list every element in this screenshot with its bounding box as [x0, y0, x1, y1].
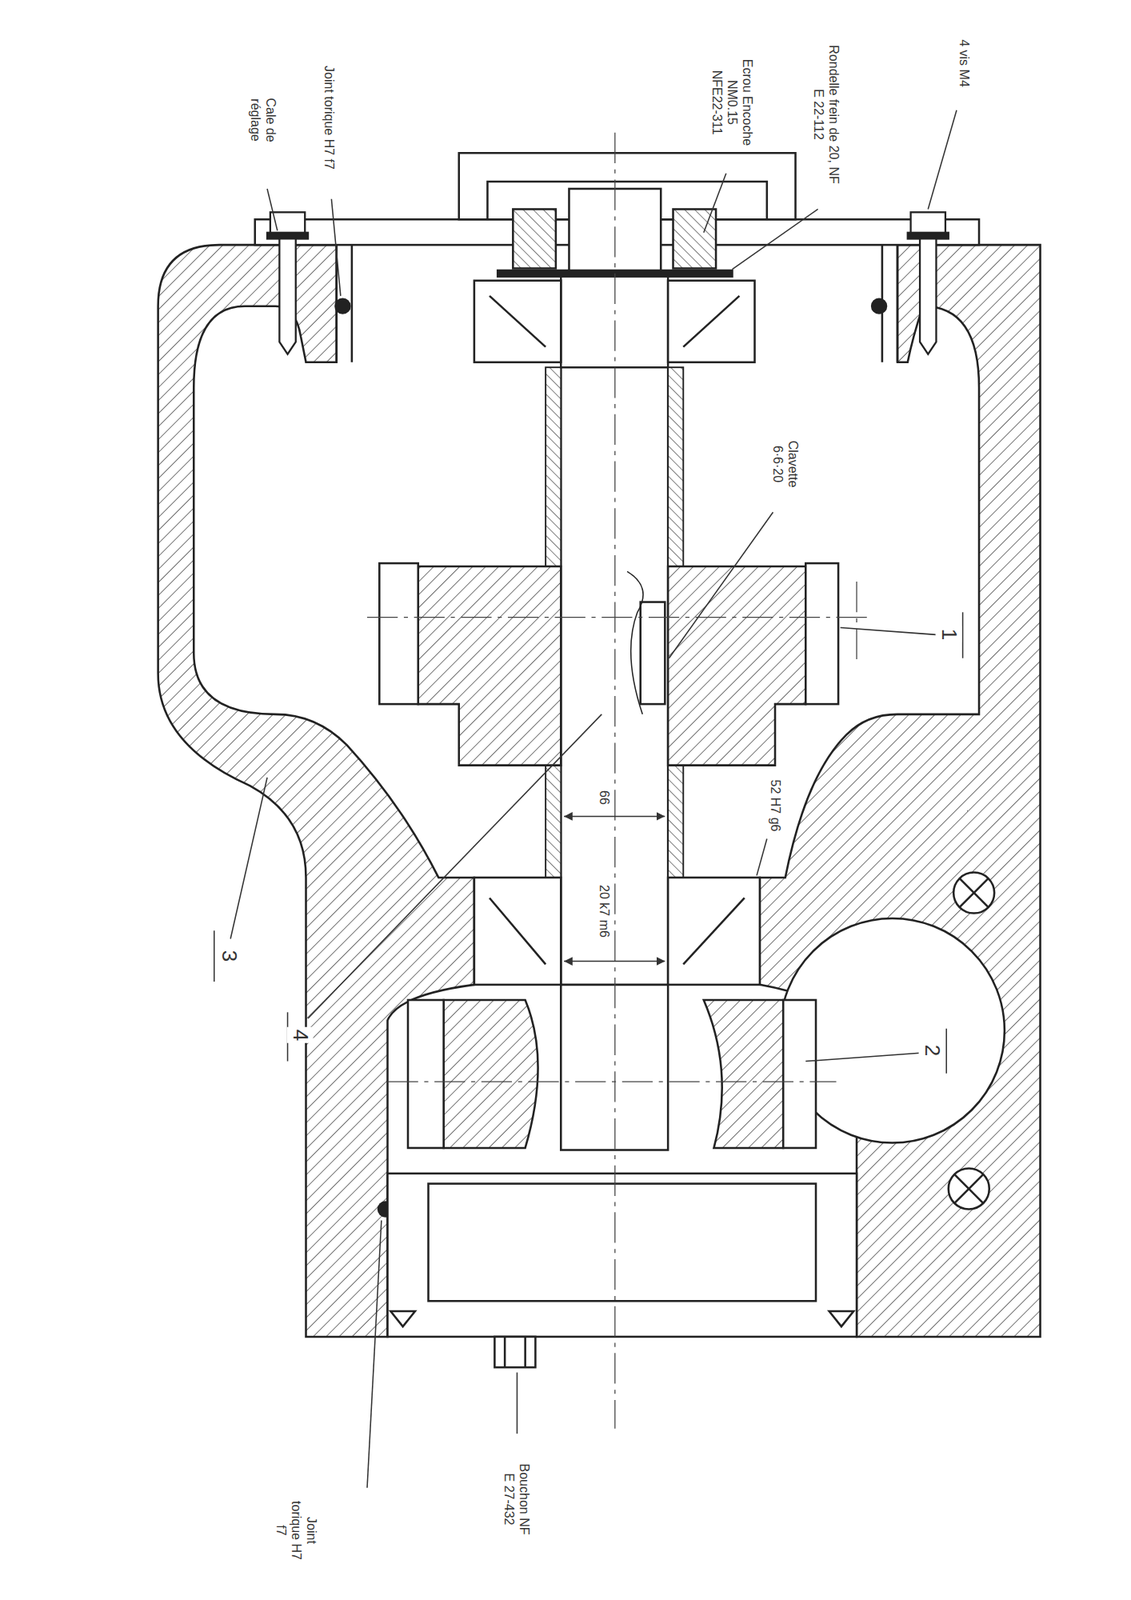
roller-line	[489, 295, 546, 348]
part-label: Cale de réglage	[247, 77, 280, 163]
leader-line	[516, 1372, 519, 1435]
plug-line	[503, 1336, 507, 1367]
leader-line	[307, 714, 602, 1019]
leader-line	[668, 511, 773, 658]
gear-teeth	[407, 999, 444, 1148]
part-label: Bouchon NF E 27-432	[500, 1458, 533, 1540]
cover-plate	[387, 1173, 858, 1337]
leader-line	[331, 199, 340, 296]
hole-cross	[954, 1174, 984, 1203]
axis-line	[387, 1080, 837, 1082]
spacer	[545, 765, 561, 878]
o-ring	[334, 297, 351, 314]
roller-line	[683, 295, 740, 348]
bolt-shank	[279, 238, 296, 354]
break-line	[627, 571, 644, 715]
gear-teeth	[805, 563, 839, 704]
hole	[953, 872, 995, 914]
gear-web	[418, 566, 562, 766]
leader-line	[267, 188, 278, 231]
leader-line	[703, 173, 727, 233]
part-label: Clavette 6·6·20	[769, 427, 802, 501]
hole	[948, 1167, 990, 1209]
callout-bar	[945, 1028, 948, 1074]
part-label: 4 vis M4	[955, 36, 972, 90]
part-label: Joint torique H7 f7	[319, 63, 337, 172]
slotted-nut	[512, 208, 556, 268]
bolt-head	[911, 211, 946, 233]
dimension-text: 66	[595, 787, 612, 808]
housing	[158, 244, 1041, 1337]
dimension-line	[563, 815, 665, 818]
callout-number: 3	[215, 947, 242, 964]
bearing-ring	[474, 280, 561, 363]
fit-tolerance: 52 H7 g6	[766, 777, 784, 835]
bottom-cover	[387, 1173, 858, 1367]
spacer	[667, 765, 684, 878]
leaders	[214, 110, 964, 1488]
hole-cross	[959, 878, 989, 908]
callout-number: 4	[286, 1027, 313, 1044]
leader-line	[805, 1052, 920, 1061]
hole-cross	[954, 1174, 984, 1203]
gear-1	[379, 563, 839, 766]
part-label: Rondelle frein de 20, NF E 22-112	[810, 41, 843, 187]
leader-line	[230, 777, 268, 940]
dimension-text: 20 k7 m6	[595, 882, 612, 940]
leader-line	[756, 838, 768, 876]
part-label: Ecrou Encoche NM0.15 NFE22-311	[708, 53, 757, 151]
spacer	[667, 367, 684, 567]
callout-number: 2	[919, 1042, 946, 1059]
gear-web	[667, 566, 806, 766]
gear-web	[443, 999, 539, 1148]
axis-line	[614, 132, 616, 1429]
bearing-ring	[474, 877, 561, 985]
cover-recess	[428, 1183, 817, 1302]
callout-bar	[962, 611, 964, 658]
o-ring	[871, 297, 888, 314]
center-lines	[367, 132, 868, 1429]
callout-number: 1	[935, 626, 962, 643]
lower-bearing	[474, 877, 760, 985]
bearing-ring	[667, 280, 755, 363]
gear-teeth	[379, 563, 418, 704]
gear-2	[407, 999, 816, 1148]
callout-bar	[213, 930, 216, 982]
bearing-ring	[667, 877, 760, 985]
axis-line	[367, 616, 868, 618]
dimension-line	[563, 960, 665, 963]
leader-line	[927, 110, 957, 210]
leader-line	[731, 208, 818, 269]
plug-line	[523, 1336, 527, 1367]
gear-teeth	[783, 999, 816, 1148]
part-label: Joint torique H7 f7	[271, 1495, 320, 1565]
dimensions	[563, 815, 665, 961]
roller-line	[489, 897, 546, 964]
drain-plug	[494, 1336, 536, 1367]
roller-line	[683, 897, 745, 964]
leader-line	[367, 1220, 382, 1488]
tapped-holes	[948, 872, 995, 1210]
hole-cross	[959, 878, 989, 908]
spacer	[545, 367, 561, 567]
axis-line	[855, 581, 857, 664]
countersink	[390, 1310, 854, 1327]
gear-web	[703, 999, 784, 1148]
bolt-shank	[919, 238, 936, 354]
leader-line	[840, 627, 937, 635]
